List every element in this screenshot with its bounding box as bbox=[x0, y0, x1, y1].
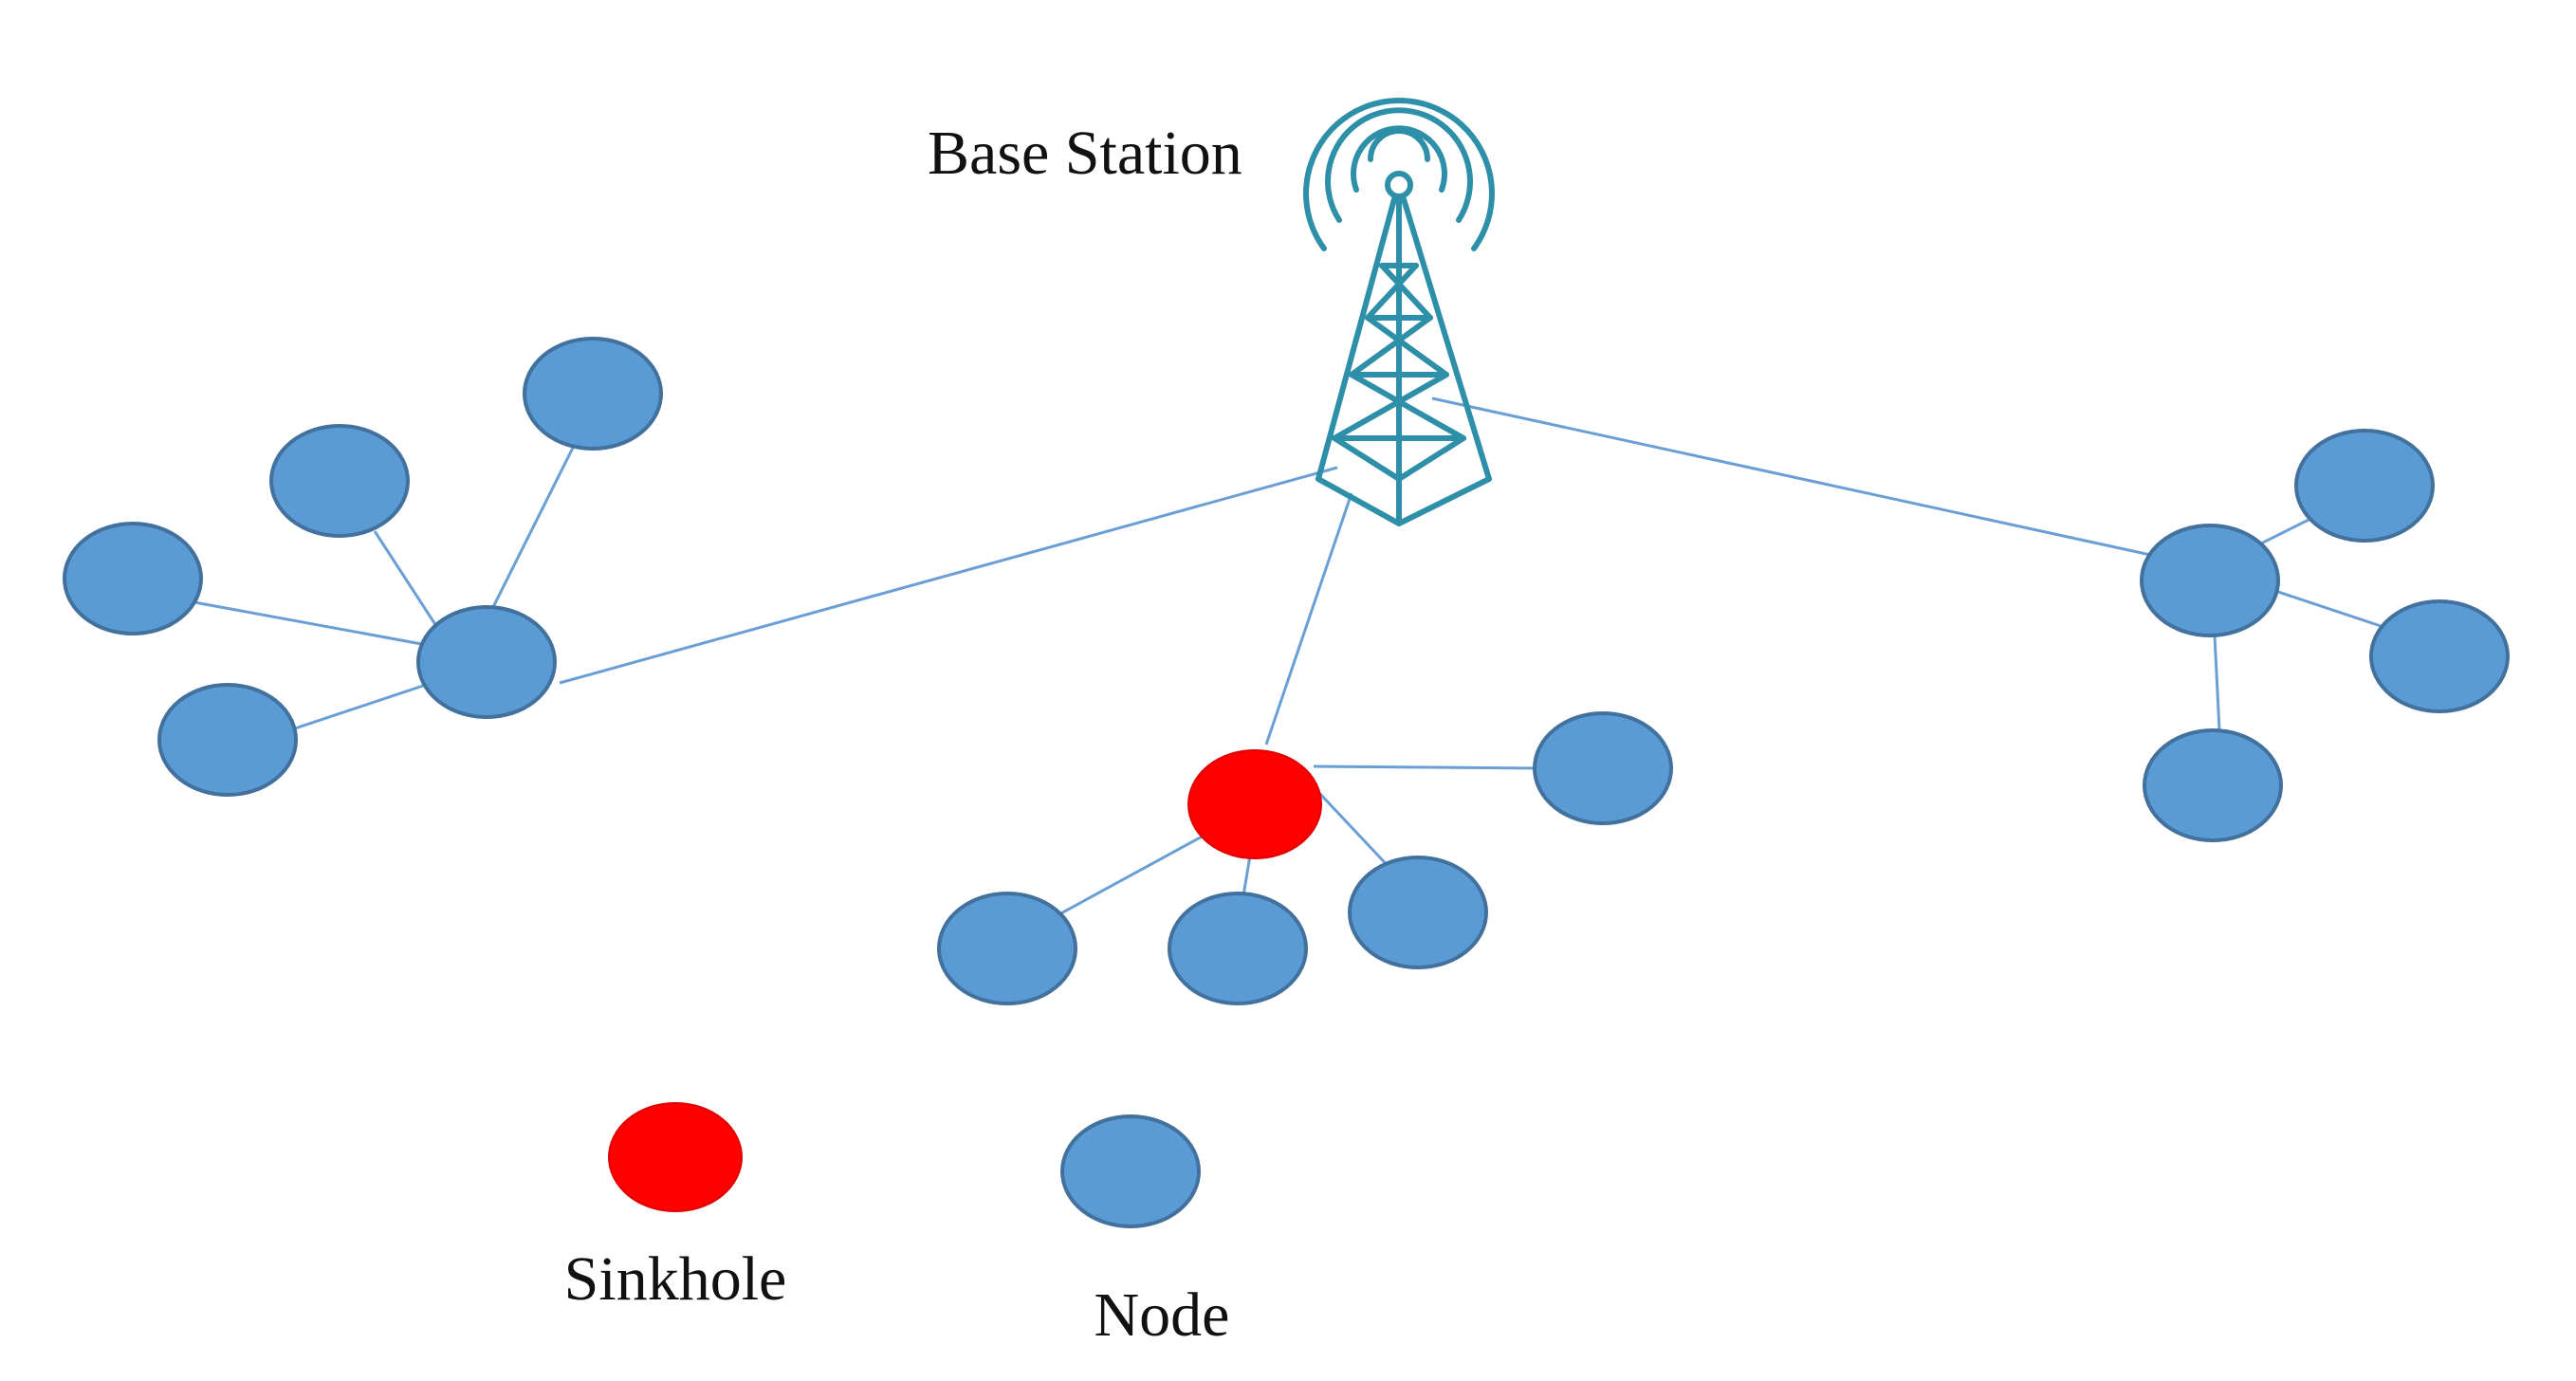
link-left-hub-to-node-4 bbox=[288, 681, 432, 732]
links bbox=[193, 396, 2396, 917]
link-sinkhole-to-node-1 bbox=[1313, 764, 1542, 770]
link-left-hub-to-node-3 bbox=[193, 600, 428, 647]
link-right-hub-to-node-2 bbox=[2266, 586, 2396, 633]
middle-cluster bbox=[937, 711, 1673, 1005]
node bbox=[937, 892, 1077, 1005]
link-sinkhole-to-node-2 bbox=[1316, 790, 1396, 875]
node bbox=[63, 522, 203, 635]
link-sinkhole-to-node-4 bbox=[1057, 828, 1215, 917]
legend-sinkhole-swatch bbox=[608, 1102, 743, 1212]
legend-node-swatch bbox=[1060, 1114, 1201, 1228]
right-cluster bbox=[2140, 429, 2510, 842]
sinkhole-node bbox=[1187, 749, 1322, 859]
link-right-hub-to-node-1 bbox=[2256, 515, 2315, 547]
left-hub-node bbox=[416, 605, 557, 719]
node bbox=[269, 424, 410, 538]
legend: Sinkhole Node bbox=[564, 1102, 1230, 1350]
base-station-label: Base Station bbox=[928, 119, 1242, 188]
left-cluster bbox=[63, 337, 663, 797]
node bbox=[1533, 711, 1673, 825]
legend-sinkhole-label: Sinkhole bbox=[564, 1244, 787, 1314]
link-left-hub-to-base bbox=[559, 466, 1338, 685]
link-right-hub-to-base bbox=[1431, 396, 2173, 562]
link-left-hub-to-node-2 bbox=[373, 530, 438, 627]
node bbox=[1348, 856, 1488, 969]
link-right-hub-to-node-3 bbox=[2213, 635, 2221, 731]
right-hub-node bbox=[2140, 524, 2280, 637]
node bbox=[2143, 728, 2283, 842]
node bbox=[157, 683, 298, 797]
node bbox=[523, 337, 663, 451]
node bbox=[2294, 429, 2435, 543]
node bbox=[2369, 599, 2510, 713]
link-left-hub-to-node-1 bbox=[482, 445, 576, 627]
link-sinkhole-to-base bbox=[1264, 492, 1353, 746]
node bbox=[1168, 892, 1308, 1005]
legend-node-label: Node bbox=[1095, 1280, 1230, 1350]
radio-tower-icon bbox=[1303, 98, 1495, 526]
